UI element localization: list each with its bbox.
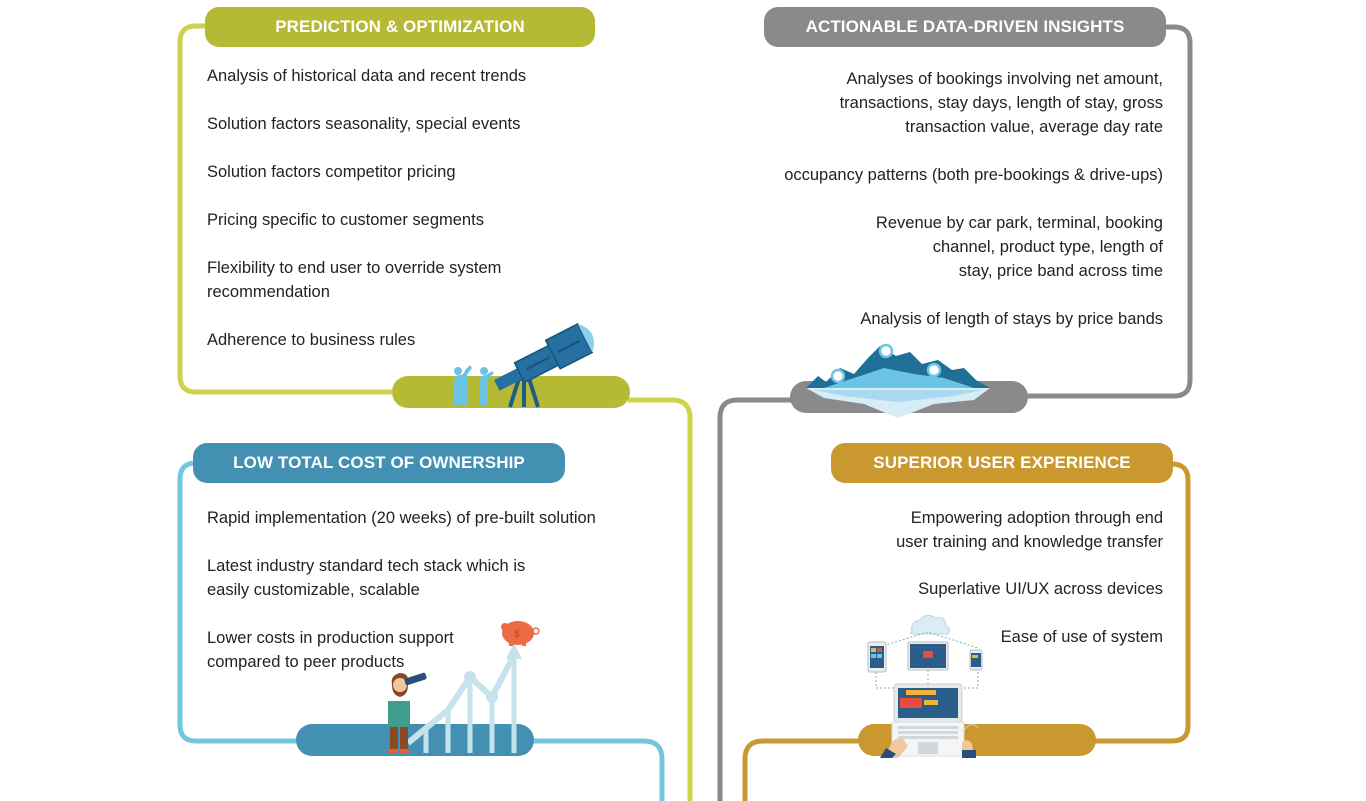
- gold-connector: [742, 461, 1191, 801]
- list-item: Analysis of length of stays by price ban…: [860, 310, 1163, 328]
- section-title: LOW TOTAL COST OF OWNERSHIP: [233, 453, 525, 472]
- section-title: PREDICTION & OPTIMIZATION: [275, 17, 525, 36]
- list-item: Solution factors competitor pricing: [207, 163, 456, 181]
- man-icon: [388, 672, 427, 754]
- growth-chart-icon: $: [388, 621, 540, 754]
- section-header-ux: SUPERIOR USER EXPERIENCE: [831, 443, 1173, 483]
- list-item: Empowering adoption through end user tra…: [896, 509, 1163, 551]
- telescope-icon: [454, 322, 594, 408]
- list-item: Lower costs in production support compar…: [207, 629, 454, 671]
- section-header-prediction: PREDICTION & OPTIMIZATION: [205, 7, 595, 47]
- devices-icon: [867, 614, 983, 758]
- list-item: Revenue by car park, terminal, booking c…: [875, 214, 1163, 280]
- list-item: Latest industry standard tech stack whic…: [207, 557, 526, 599]
- mountain-icon: [806, 343, 990, 418]
- list-item: Analysis of historical data and recent t…: [207, 67, 527, 85]
- blue-connector: [177, 460, 665, 801]
- list-item: Superlative UI/UX across devices: [918, 580, 1163, 598]
- piggy-bank-icon: $: [501, 621, 540, 646]
- list-item: Pricing specific to customer segments: [207, 211, 484, 229]
- gray-connector: [717, 24, 1193, 801]
- list-item: Flexibility to end user to override syst…: [207, 259, 502, 301]
- list-item: Ease of use of system: [1000, 628, 1163, 646]
- list-item: occupancy patterns (both pre-bookings & …: [784, 166, 1163, 184]
- section-header-cost: LOW TOTAL COST OF OWNERSHIP: [193, 443, 565, 483]
- list-item: Analyses of bookings involving net amoun…: [839, 70, 1163, 136]
- section-title: ACTIONABLE DATA-DRIVEN INSIGHTS: [805, 17, 1125, 36]
- list-item: Rapid implementation (20 weeks) of pre-b…: [207, 509, 596, 527]
- list-item: Adherence to business rules: [207, 331, 416, 349]
- list-item: Solution factors seasonality, special ev…: [207, 115, 521, 133]
- section-header-insights: ACTIONABLE DATA-DRIVEN INSIGHTS: [764, 7, 1166, 47]
- green-connector: [177, 23, 693, 801]
- section-title: SUPERIOR USER EXPERIENCE: [873, 453, 1131, 472]
- svg-text:$: $: [514, 629, 520, 640]
